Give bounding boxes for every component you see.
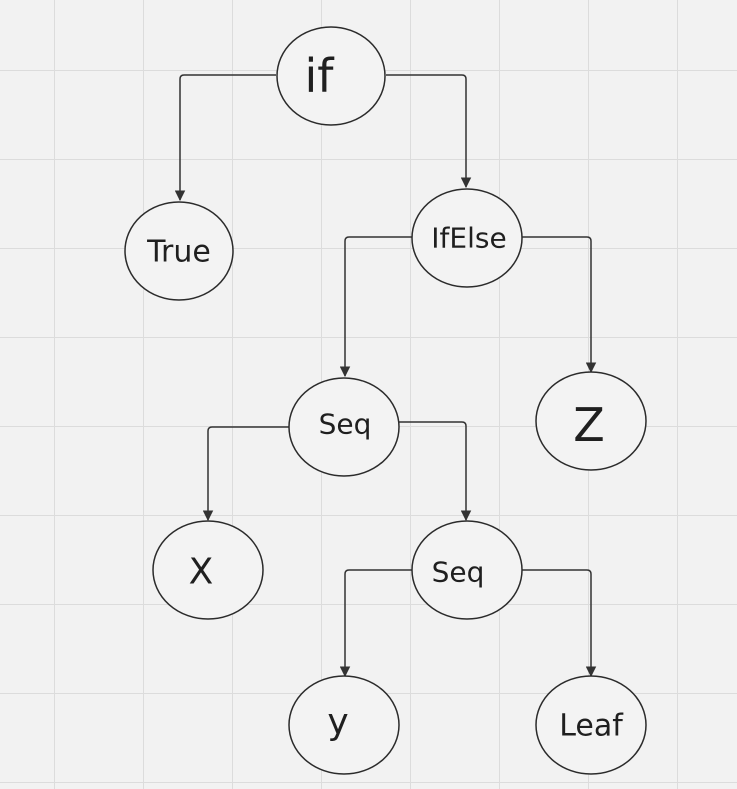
node-x-label: X bbox=[189, 552, 214, 593]
node-seq-1-ellipse bbox=[288, 377, 400, 477]
node-z[interactable]: Z bbox=[535, 371, 647, 471]
node-true[interactable]: True bbox=[124, 201, 234, 301]
node-seq-2-label: Seq bbox=[432, 556, 485, 589]
node-seq-2-ellipse bbox=[411, 520, 523, 620]
node-if-label: if bbox=[305, 49, 336, 103]
edge-seq1-to-seq2 bbox=[399, 421, 472, 522]
node-ifelse[interactable]: IfElse bbox=[411, 188, 523, 288]
edge-seq2-to-y bbox=[339, 569, 412, 678]
node-y-ellipse bbox=[288, 675, 400, 775]
node-seq-2[interactable]: Seq bbox=[411, 520, 523, 620]
edge-seq1-to-x bbox=[202, 426, 290, 522]
node-ifelse-ellipse bbox=[411, 188, 523, 288]
edge-ifelse-to-seq1 bbox=[339, 236, 412, 378]
node-seq-1-label: Seq bbox=[319, 408, 372, 441]
edge-ifelse-to-z bbox=[522, 236, 597, 374]
node-if[interactable]: if bbox=[276, 26, 386, 126]
node-leaf[interactable]: Leaf bbox=[535, 675, 647, 775]
node-seq-1[interactable]: Seq bbox=[288, 377, 400, 477]
node-y-label: y bbox=[327, 702, 348, 743]
edges-group bbox=[174, 74, 597, 678]
node-true-ellipse bbox=[124, 201, 234, 301]
node-z-ellipse bbox=[535, 371, 647, 471]
node-leaf-label: Leaf bbox=[559, 709, 624, 744]
node-y[interactable]: y bbox=[288, 675, 400, 775]
node-x[interactable]: X bbox=[152, 520, 264, 620]
node-true-label: True bbox=[146, 235, 211, 270]
node-z-label: Z bbox=[573, 398, 605, 452]
node-if-ellipse bbox=[276, 26, 386, 126]
edge-if-to-true bbox=[174, 74, 276, 202]
node-leaf-ellipse bbox=[535, 675, 647, 775]
edge-if-to-ifelse bbox=[386, 74, 472, 189]
node-ifelse-label: IfElse bbox=[431, 222, 506, 255]
edge-seq2-to-leaf bbox=[522, 569, 597, 678]
node-x-ellipse bbox=[152, 520, 264, 620]
